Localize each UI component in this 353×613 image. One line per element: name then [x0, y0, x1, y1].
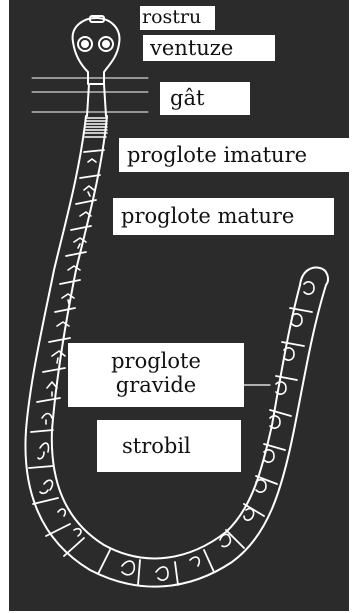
strobila-tip	[300, 268, 328, 285]
scolex	[73, 16, 120, 84]
neck	[87, 84, 106, 116]
label-proglote-imature: proglote imature	[119, 138, 352, 172]
scolex-outline	[73, 18, 120, 84]
label-strobil: strobil	[97, 420, 241, 472]
label-proglote-gravide: proglote gravide	[68, 343, 244, 407]
label-ventuze: ventuze	[143, 35, 275, 61]
immature-segments	[85, 118, 107, 137]
label-gat: gât	[160, 82, 250, 115]
label-rostru: rostru	[140, 6, 215, 30]
label-proglote-mature: proglote mature	[113, 198, 334, 235]
